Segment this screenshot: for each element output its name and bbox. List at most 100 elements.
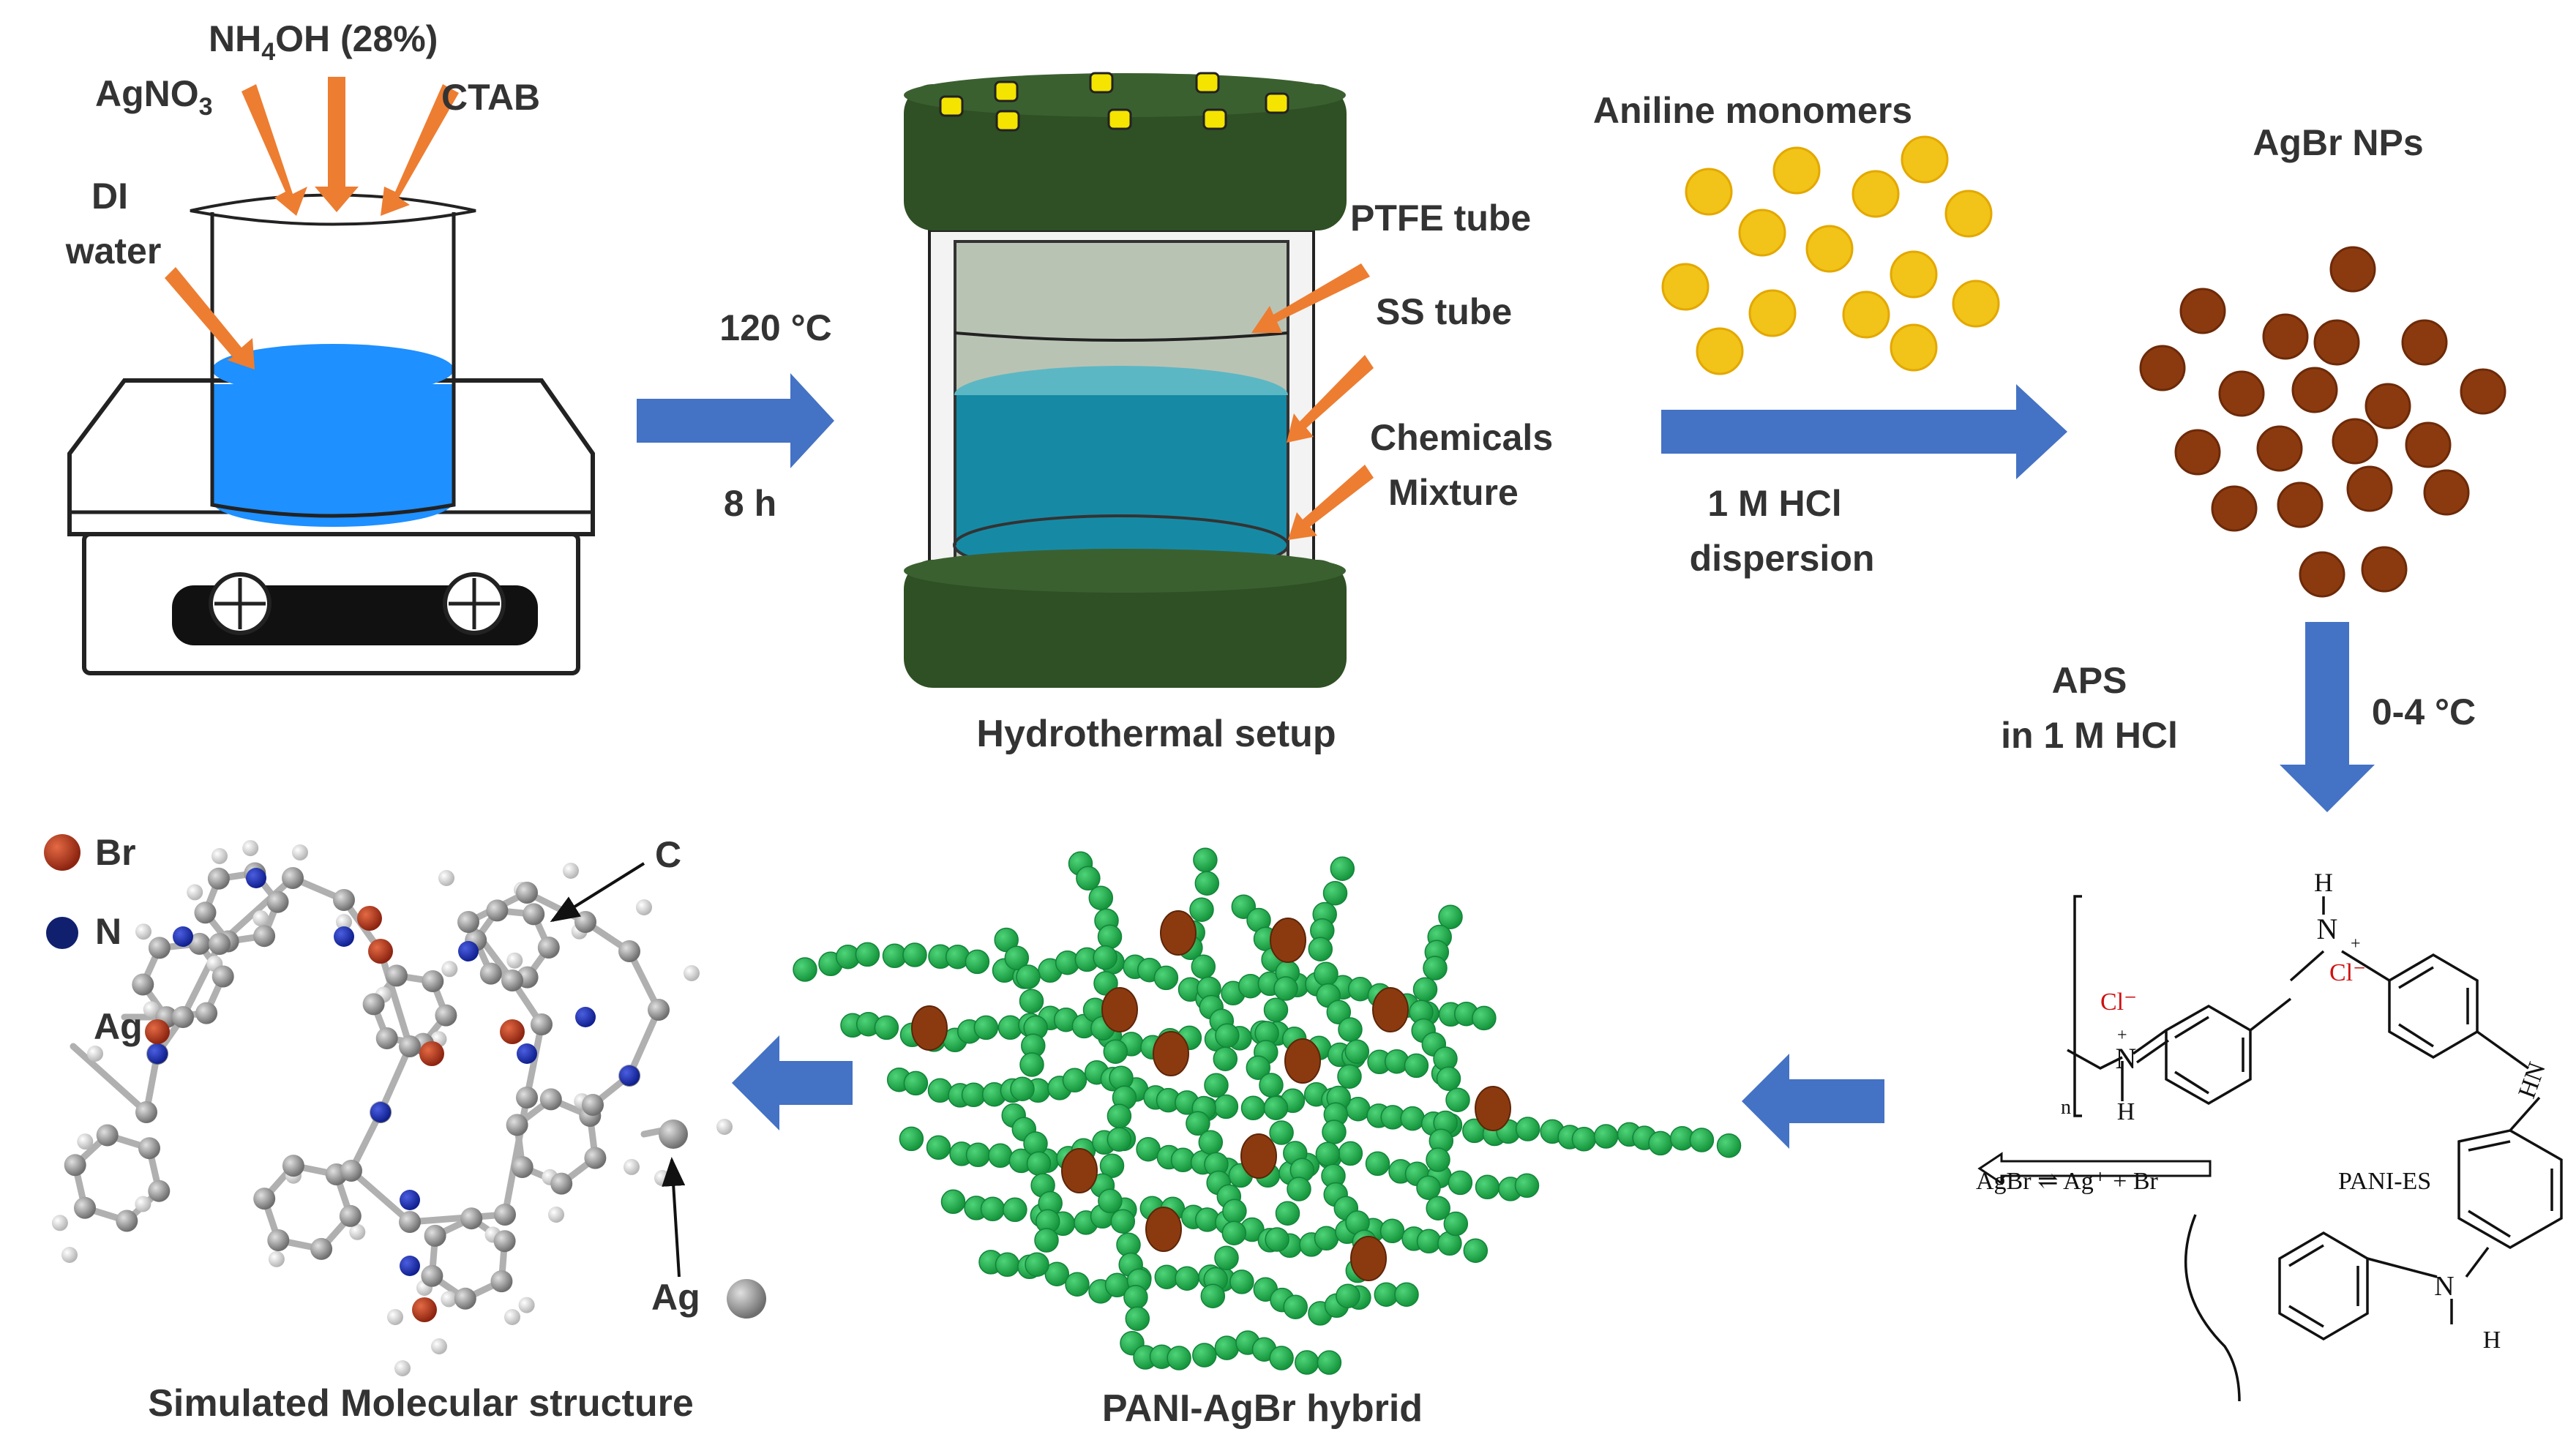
polymer-bead — [995, 1252, 1020, 1278]
polymer-bead — [1103, 1039, 1128, 1064]
chem-cl-right: Cl⁻ — [2329, 959, 2366, 986]
molecule-atom — [211, 965, 234, 988]
label-ss-tube: SS tube — [1376, 291, 1512, 332]
molecule-atom — [64, 1154, 86, 1177]
molecule-atom — [454, 1287, 476, 1310]
molecule-atom — [419, 1041, 444, 1066]
molecule-atom — [504, 1309, 520, 1325]
polymer-bead — [1445, 1087, 1470, 1112]
molecule-atom — [268, 1250, 285, 1267]
polymer-bead — [1648, 1130, 1673, 1156]
molecule-atom — [96, 1124, 119, 1147]
molecule-atom — [387, 1309, 403, 1325]
polymer-bead — [1344, 1039, 1370, 1064]
polymer-bead — [1436, 1066, 1461, 1091]
polymer-bead — [1394, 1282, 1419, 1307]
polymer-bead — [1475, 1174, 1500, 1200]
molecule-atom — [493, 1230, 516, 1253]
molecule-bond — [523, 1021, 545, 1101]
molecule-atom — [385, 964, 408, 987]
molecule-atom — [460, 1207, 483, 1230]
molecule-atom — [511, 1156, 533, 1178]
chem-n-bottom: N — [2434, 1271, 2454, 1302]
polymer-bead — [1259, 1073, 1284, 1098]
molecule-atom — [506, 1114, 528, 1136]
arrow-step-5-icon — [1742, 1054, 1884, 1149]
molecule-atom — [116, 1210, 138, 1232]
polymer-bead — [1426, 1196, 1450, 1220]
molecule-atom — [575, 1007, 596, 1027]
polymer-bead — [1123, 1285, 1148, 1310]
molecule-atom — [574, 911, 596, 933]
molecule-bond — [626, 1006, 662, 1079]
chem-n-subscript: n — [2061, 1096, 2071, 1119]
molecule-atom — [375, 1027, 398, 1049]
molecule-atom — [253, 925, 276, 948]
molecule-atom — [148, 937, 171, 959]
molecule-atom — [435, 1004, 457, 1027]
molecule-atom — [187, 884, 203, 901]
label-equilibrium: AgBr ⇌ Ag⁺ + Br⁻ — [1976, 1168, 2171, 1195]
molecule-atom — [172, 1006, 194, 1028]
agbr-particle — [1372, 987, 1409, 1032]
molecule-atom — [531, 1013, 553, 1035]
molecule-atom — [51, 1215, 68, 1231]
molecule-atom — [424, 1224, 446, 1247]
polymer-bead — [1338, 1017, 1363, 1042]
pani-es-structure — [2067, 895, 2563, 1402]
molecule-atom — [518, 1297, 535, 1313]
polymer-bead — [1423, 956, 1448, 980]
molecule-atom — [339, 1204, 362, 1227]
label-aps: APS — [2052, 660, 2127, 701]
knob-right-icon — [443, 572, 506, 635]
label-silver-right: Ag — [651, 1277, 700, 1318]
polymer-bead — [874, 1015, 899, 1040]
polymer-bead — [1426, 1147, 1450, 1172]
chem-plus-top: + — [2351, 934, 2361, 953]
molecule-atom — [194, 901, 217, 924]
molecule-atom — [501, 970, 523, 991]
polymer-bead — [1314, 961, 1338, 986]
agbr-particle — [1160, 910, 1197, 956]
molecule-atom — [143, 1001, 160, 1018]
molecule-atom — [659, 1120, 688, 1149]
molecule-atom — [400, 1256, 420, 1276]
molecule-atom — [357, 906, 382, 931]
molecule-bond — [348, 1167, 413, 1226]
polymer-bead — [1337, 1064, 1362, 1089]
molecule-atom — [135, 1101, 157, 1123]
polymer-bead — [1315, 1141, 1341, 1166]
polymer-bead — [1062, 1068, 1087, 1093]
molecule-atom — [394, 1360, 411, 1376]
polymer-bead — [1093, 945, 1117, 970]
molecule-atom — [548, 1207, 564, 1223]
label-aniline-monomers: Aniline monomers — [1593, 90, 1912, 131]
polymer-bead — [965, 949, 990, 975]
autoclave-pointers — [1251, 263, 1374, 540]
legend-ag-icon — [727, 1279, 766, 1319]
molecule-atom — [441, 961, 458, 978]
molecule-atom — [582, 1094, 604, 1116]
molecule-atom — [523, 903, 545, 926]
knob-left-icon — [209, 572, 272, 635]
polymer-bead — [1215, 1023, 1240, 1049]
molecule-atom — [282, 867, 304, 889]
bolt-caps — [939, 72, 1289, 132]
molecule-atom — [267, 1229, 290, 1251]
label-time: 8 h — [724, 483, 776, 524]
molecule-atom — [292, 844, 308, 860]
polymer-bead — [1240, 1095, 1266, 1121]
legend-br-label: Br — [95, 832, 136, 873]
autoclave — [904, 72, 1347, 688]
molecule-atom — [209, 933, 231, 955]
polymer-bead — [961, 1082, 986, 1108]
molecule-atom — [336, 914, 352, 930]
polymer-bead — [1275, 1201, 1300, 1226]
polymer-bead — [1004, 945, 1030, 970]
molecule-bond — [377, 1043, 413, 1116]
polymer-bead — [1269, 1346, 1294, 1370]
molecule-atom — [537, 937, 560, 959]
polymer-bead — [1065, 1272, 1090, 1297]
polymer-bead — [1322, 1120, 1347, 1144]
polymer-bead — [1416, 1175, 1441, 1200]
